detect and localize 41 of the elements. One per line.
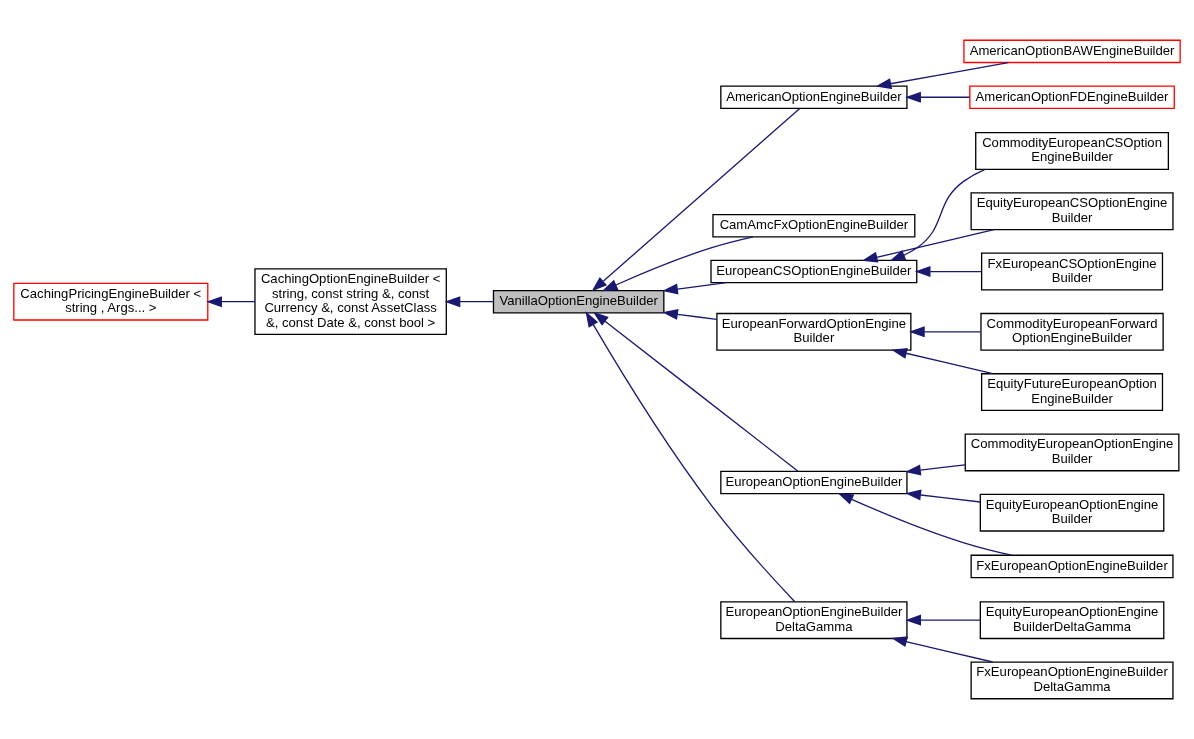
arrow bbox=[585, 311, 796, 603]
arrow bbox=[662, 282, 727, 295]
node-box: CamAmcFxOptionEngineBuilder bbox=[712, 213, 916, 238]
node-box: CommodityEuropeanOptionEngine Builder bbox=[964, 433, 1180, 472]
node-box: VanillaOptionEngineBuilder bbox=[492, 289, 665, 314]
node-box: EquityEuropeanOptionEngine BuilderDeltaGamma bbox=[979, 601, 1165, 640]
arrow bbox=[905, 489, 981, 503]
node-box: AmericanOptionFDEngineBuilder bbox=[969, 85, 1175, 110]
arrow bbox=[591, 107, 801, 292]
arrow bbox=[861, 228, 995, 263]
arrow bbox=[905, 464, 966, 476]
arrow bbox=[891, 636, 994, 663]
arrow bbox=[837, 493, 1013, 556]
arrow bbox=[444, 296, 495, 308]
node-box: AmericanOptionBAWEngineBuilder bbox=[963, 39, 1181, 64]
node-box: CachingPricingEngineBuilder < string , Args... > bbox=[13, 282, 209, 321]
node-box: EuropeanOptionEngineBuilder bbox=[720, 470, 908, 495]
node-box: CommodityEuropeanForward OptionEngineBuilder bbox=[980, 312, 1164, 351]
node-box: EquityFutureEuropeanOption EngineBuilder bbox=[980, 373, 1164, 412]
arrow bbox=[206, 296, 256, 308]
arrow bbox=[601, 236, 754, 292]
node-box: EuropeanForwardOptionEngine Builder bbox=[716, 312, 912, 351]
arrow bbox=[662, 308, 718, 321]
node-box: FxEuropeanCSOptionEngine Builder bbox=[980, 252, 1164, 291]
node-box: FxEuropeanOptionEngineBuilder DeltaGamma bbox=[970, 661, 1174, 700]
node-box: EquityEuropeanOptionEngine Builder bbox=[979, 493, 1165, 532]
node-box: FxEuropeanOptionEngineBuilder bbox=[970, 554, 1174, 579]
arrow bbox=[891, 348, 994, 375]
arrow bbox=[905, 614, 981, 626]
node-box: EuropeanCSOptionEngineBuilder bbox=[710, 259, 918, 284]
arrow bbox=[875, 61, 1009, 90]
arrow bbox=[909, 326, 982, 338]
node-box: AmericanOptionEngineBuilder bbox=[720, 85, 908, 110]
arrow bbox=[889, 168, 986, 262]
arrow bbox=[592, 311, 799, 472]
arrow bbox=[905, 91, 971, 103]
node-box: EquityEuropeanCSOptionEngine Builder bbox=[970, 192, 1174, 231]
arrow bbox=[914, 266, 982, 278]
node-box: EuropeanOptionEngineBuilder DeltaGamma bbox=[720, 601, 908, 640]
node-box: CommodityEuropeanCSOption EngineBuilder bbox=[975, 131, 1170, 170]
node-box: CachingOptionEngineBuilder < string, const string &, const Currency &, const AssetClass &, const Date &, const bool > bbox=[254, 268, 447, 336]
